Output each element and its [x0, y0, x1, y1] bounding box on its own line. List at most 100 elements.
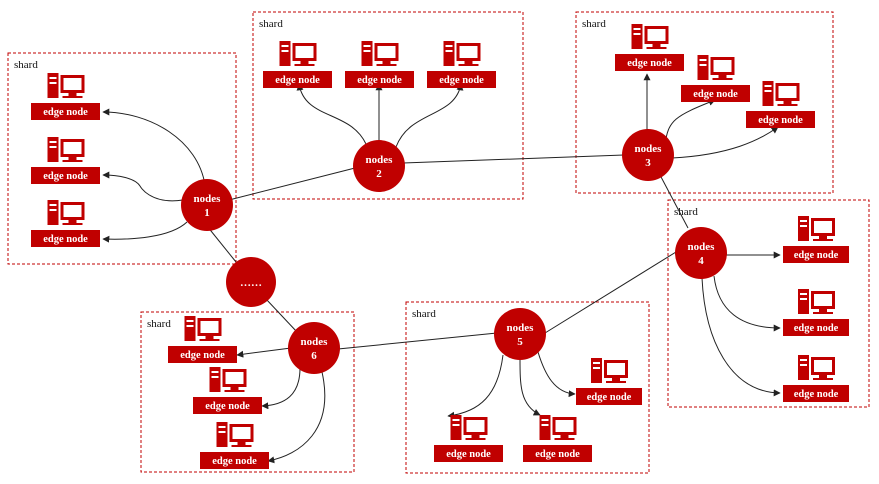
nodes: nodes 1 nodes 2 nodes 3 nodes 4 nodes 5 …: [181, 129, 727, 374]
edge-node-box: [31, 167, 100, 184]
edge-node: edge node: [783, 216, 849, 263]
node-2: nodes 2: [353, 140, 405, 192]
edge-node-label: edge node: [205, 401, 250, 412]
node-label: nodes: [507, 322, 535, 334]
edge-node-label: edge node: [693, 89, 738, 100]
link-3-4: [659, 174, 689, 229]
arrow-2-a: [296, 83, 367, 145]
arrow-4-c: [701, 277, 781, 397]
computer-icon: [279, 41, 317, 66]
edge-node: edge node: [783, 289, 849, 336]
edge-node-label: edge node: [794, 250, 839, 261]
gap-label: ……: [240, 277, 262, 289]
edge-node-box: [783, 319, 849, 336]
edge-node-box: [427, 71, 496, 88]
edge-node: edge node: [31, 200, 100, 247]
edge-node-box: [523, 445, 592, 462]
node-links: [206, 154, 689, 350]
edge-node: edge node: [434, 415, 503, 462]
edge-node: edge node: [200, 422, 269, 469]
edge-node-box: [434, 445, 503, 462]
edge-node-label: edge node: [357, 75, 402, 86]
edge-node-label: edge node: [43, 234, 88, 245]
arrow-4-b: [713, 275, 781, 332]
computer-icon: [798, 355, 835, 380]
shard-label: shard: [259, 18, 283, 30]
edge-node: edge node: [345, 41, 414, 88]
edge-node-label: edge node: [627, 58, 672, 69]
node-1: nodes 1: [181, 179, 233, 231]
edge-node-box: [31, 230, 100, 247]
computer-icon: [361, 41, 399, 66]
edge-node: edge node: [523, 415, 592, 462]
edge-node-box: [345, 71, 414, 88]
edge-node: edge node: [783, 355, 849, 402]
shard-label: shard: [582, 18, 606, 30]
edge-node: edge node: [193, 367, 262, 414]
shard-label: shard: [412, 308, 436, 320]
edge-node-box: [681, 85, 750, 102]
shard-6: shard: [140, 311, 355, 473]
computer-icon: [697, 55, 735, 80]
edge-node-box: [263, 71, 332, 88]
edge-node: edge node: [31, 137, 100, 184]
shard-label: shard: [147, 318, 171, 330]
edge-node-label: edge node: [794, 323, 839, 334]
computer-icon: [798, 289, 835, 314]
edge-node: edge node: [746, 81, 815, 128]
edge-node: edge node: [681, 55, 750, 102]
arrow-2-c: [395, 83, 464, 148]
computer-icon: [591, 358, 628, 383]
edge-node-box: [576, 388, 642, 405]
node-label: nodes: [194, 193, 222, 205]
arrow-6-a: [236, 347, 292, 358]
arrow-5-b: [519, 357, 541, 416]
computer-icon: [209, 367, 247, 392]
computer-icon: [47, 73, 85, 98]
shard-label: shard: [14, 59, 38, 71]
shard-3: shard: [575, 11, 834, 194]
shard-4: shard: [667, 199, 870, 408]
edge-node-box: [746, 111, 815, 128]
edge-node: edge node: [263, 41, 332, 88]
computer-icon: [47, 200, 85, 225]
edge-node-box: [615, 54, 684, 71]
computer-icon: [47, 137, 85, 162]
computer-icon: [450, 415, 488, 440]
link-5-6: [337, 332, 498, 350]
edge-node-box: [193, 397, 262, 414]
node-number: 6: [311, 350, 317, 362]
edge-node-box: [200, 452, 269, 469]
edge-node-box: [31, 103, 100, 120]
edge-node-label: edge node: [587, 392, 632, 403]
computer-icon: [184, 316, 222, 341]
shard-1: shard: [7, 52, 237, 265]
edge-arrows: [102, 73, 781, 464]
node-5: nodes 5: [494, 308, 546, 360]
edge-node-label: edge node: [794, 389, 839, 400]
arrow-3-c: [671, 126, 779, 159]
edge-node: edge node: [427, 41, 496, 88]
node-label: nodes: [301, 336, 329, 348]
edge-node-label: edge node: [535, 449, 580, 460]
node-number: 4: [698, 255, 704, 267]
edge-node: edge node: [168, 316, 237, 363]
node-number: 3: [645, 157, 651, 169]
edge-node-label: edge node: [43, 107, 88, 118]
link-2-3: [402, 154, 625, 164]
edge-nodes: edge node edge node edge node edge node edge…: [31, 24, 849, 469]
edge-node: edge node: [576, 358, 642, 405]
node-3: nodes 3: [622, 129, 674, 181]
edge-node: edge node: [615, 24, 684, 71]
edge-node-label: edge node: [180, 350, 225, 361]
shard-5: shard: [405, 301, 650, 474]
link-4-5: [544, 251, 677, 334]
node-number: 2: [376, 168, 382, 180]
node-number: 1: [204, 207, 210, 219]
shard-label: shard: [674, 206, 698, 218]
computer-icon: [631, 24, 669, 49]
node-label: nodes: [635, 143, 663, 155]
computer-icon: [539, 415, 577, 440]
